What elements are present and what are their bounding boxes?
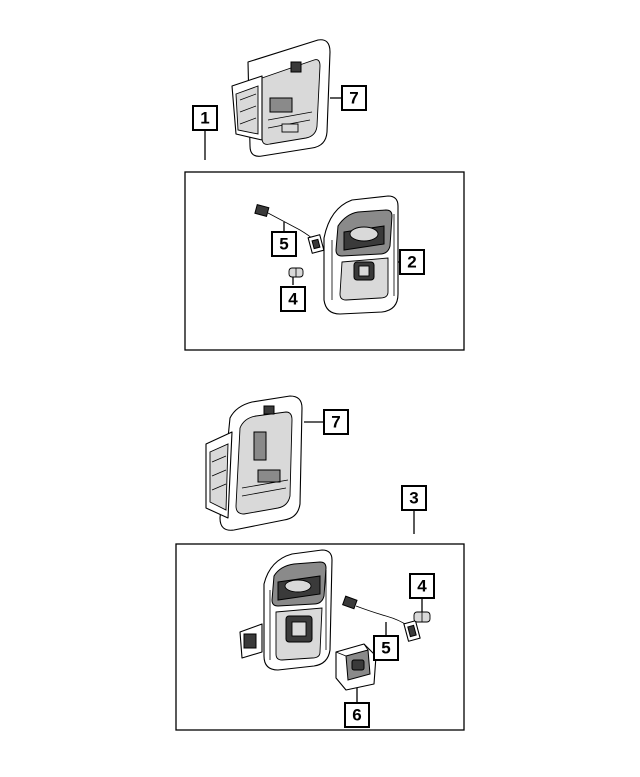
svg-text:4: 4 xyxy=(288,290,298,309)
svg-text:2: 2 xyxy=(407,253,416,272)
callout-top-5: 5 xyxy=(271,231,297,257)
callout-bottom-5: 5 xyxy=(373,635,399,661)
callout-top-4: 4 xyxy=(280,286,306,312)
callout-bottom-4: 4 xyxy=(409,573,435,599)
bottom-assembly-frame xyxy=(175,543,465,731)
bottom-bezel-drawing xyxy=(205,395,303,531)
top-bulb-drawing xyxy=(288,267,304,278)
svg-text:7: 7 xyxy=(331,413,340,432)
callout-top-1: 1 xyxy=(192,105,218,131)
svg-text:6: 6 xyxy=(352,706,361,725)
top-bezel-drawing xyxy=(231,39,331,157)
svg-text:7: 7 xyxy=(349,89,358,108)
callout-bottom-7: 7 xyxy=(323,409,349,435)
bottom-console-drawing xyxy=(239,549,333,671)
svg-text:4: 4 xyxy=(417,577,427,596)
callout-top-7: 7 xyxy=(341,85,367,111)
bottom-bulb-drawing xyxy=(413,611,431,623)
svg-text:3: 3 xyxy=(409,489,418,508)
callout-top-2: 2 xyxy=(399,249,425,275)
top-console-drawing xyxy=(323,195,399,315)
bottom-switch-drawing xyxy=(335,643,377,691)
bottom-wire-harness-drawing xyxy=(342,595,421,642)
svg-text:5: 5 xyxy=(279,235,288,254)
callout-bottom-6: 6 xyxy=(344,702,370,728)
svg-text:5: 5 xyxy=(381,639,390,658)
top-assembly-frame xyxy=(184,171,465,351)
callout-bottom-3: 3 xyxy=(401,485,427,511)
top-wire-harness-drawing xyxy=(254,203,325,254)
svg-text:1: 1 xyxy=(200,109,209,128)
